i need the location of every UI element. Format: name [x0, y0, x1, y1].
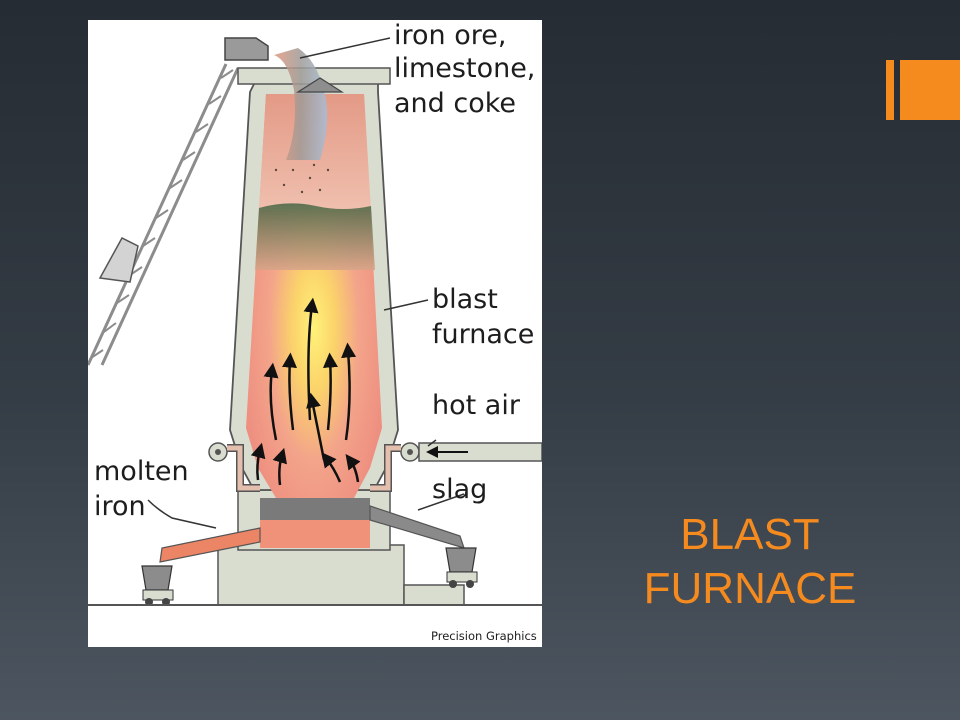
accent-bar-thin: [886, 60, 894, 120]
label-hot-air: hot air: [432, 390, 521, 421]
slag-platform: [403, 584, 465, 606]
label-ore-line2: limestone,: [394, 53, 535, 84]
leader-lines: [147, 37, 465, 529]
label-furnace-line2: furnace: [432, 319, 534, 350]
skip-car-lower: [98, 237, 139, 283]
accent-bar-thick: [900, 60, 960, 120]
bustle-pipe-right: [370, 442, 542, 492]
slide-title-line1: BLAST: [680, 510, 820, 559]
label-ore-line3: and coke: [394, 88, 516, 119]
hot-air-arrows: [250, 297, 361, 486]
furnace-foundation: [217, 544, 405, 606]
charge-particles: [274, 163, 330, 194]
slide-title-line2: FURNACE: [643, 564, 857, 613]
slide-title: BLAST FURNACE: [600, 508, 900, 616]
slag-ladle-car: [445, 547, 478, 588]
image-credit: Precision Graphics: [431, 629, 537, 643]
skip-car-top: [224, 37, 269, 61]
bustle-pipe-left: [208, 442, 260, 492]
molten-iron-pool: [260, 520, 370, 548]
blast-furnace-diagram: iron ore, limestone, and coke blast furn…: [88, 20, 542, 647]
falling-charge: [274, 48, 328, 160]
label-iron-line2: iron: [94, 491, 146, 522]
conveyor-incline: [88, 63, 240, 366]
slag-layer: [260, 498, 370, 520]
distribution-cone: [295, 77, 345, 93]
label-furnace-line1: blast: [432, 284, 498, 315]
iron-runner: [159, 527, 261, 563]
coke-bed: [255, 203, 375, 270]
label-iron-line1: molten: [94, 456, 189, 487]
diagram-canvas: iron ore, limestone, and coke blast furn…: [88, 20, 542, 643]
label-slag: slag: [432, 474, 487, 505]
iron-ladle-car: [141, 565, 174, 606]
label-ore-line1: iron ore,: [394, 20, 506, 51]
